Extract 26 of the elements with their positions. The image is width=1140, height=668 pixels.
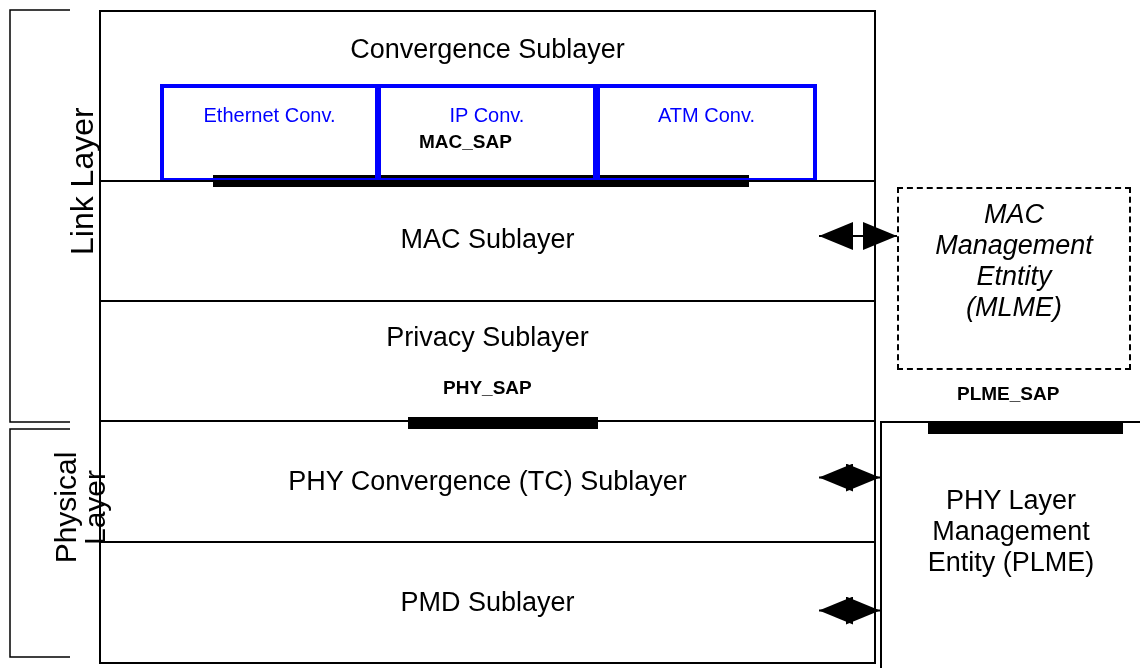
layer-box — [99, 10, 876, 182]
convergence-box — [377, 84, 597, 182]
node-label: MAC Management Etntity (MLME) — [934, 199, 1095, 324]
node-label: PHY Convergence (TC) Sublayer — [287, 466, 688, 498]
sap-label: PLME_SAP — [957, 384, 1060, 403]
layer-box — [99, 300, 876, 422]
double-arrow — [818, 222, 898, 250]
node-label: Ethernet Conv. — [202, 104, 337, 127]
node-label: PMD Sublayer — [399, 587, 576, 619]
side-label: Link Layer — [66, 107, 98, 255]
convergence-box — [160, 84, 379, 182]
sap-label: MAC_SAP — [419, 132, 512, 151]
management-entity-box — [897, 187, 1131, 370]
layer-box — [880, 421, 1140, 668]
layer-box — [99, 541, 876, 664]
double-arrow — [818, 463, 881, 492]
node-label: Privacy Sublayer — [385, 322, 590, 354]
layer-box — [99, 180, 876, 302]
node-label: PHY Layer Management Entity (PLME) — [926, 485, 1096, 579]
node-label: MAC Sublayer — [399, 224, 576, 256]
node-label: Convergence Sublayer — [349, 34, 626, 66]
node-label: IP Conv. — [448, 104, 526, 127]
convergence-box — [596, 84, 817, 182]
node-label: ATM Conv. — [656, 104, 757, 127]
double-arrow — [818, 596, 881, 625]
sap-label: PHY_SAP — [443, 378, 532, 397]
